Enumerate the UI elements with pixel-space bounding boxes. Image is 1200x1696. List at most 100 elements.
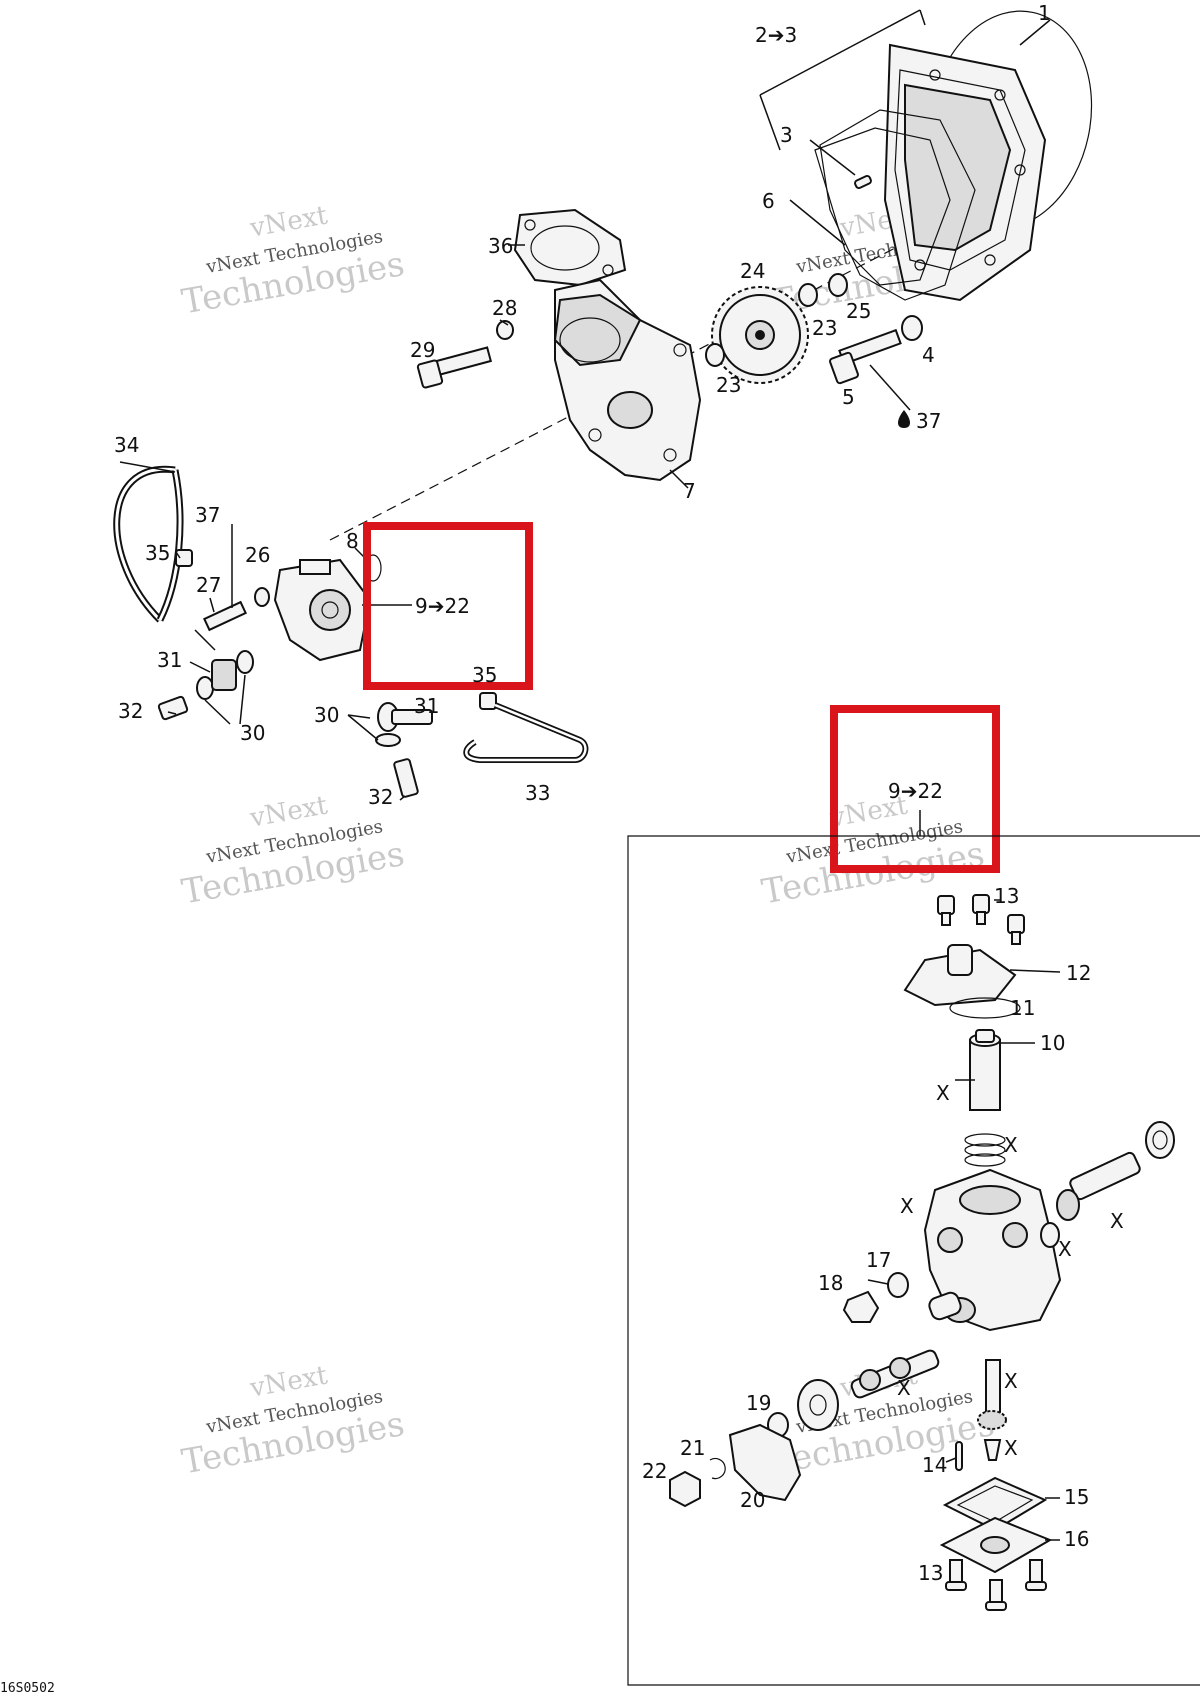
highlight-box-9-22-inset [830,705,1000,873]
part-25-washer [828,273,848,297]
label-10: 10 [1040,1031,1065,1055]
figure-code: 16S0502 [0,1681,55,1696]
label-16: 16 [1064,1527,1089,1551]
watermark-4: vNext vNext Technologies Technologies [759,790,988,912]
label-14: 14 [922,1453,947,1477]
label-22: 22 [642,1459,667,1483]
part-3-pin [854,174,872,190]
label-1: 1 [1038,1,1051,25]
label-30: 30 [240,721,265,745]
label-32: 32 [118,699,143,723]
part-30-washer-b [236,650,254,674]
part-35-clamp-b [479,692,497,710]
label-7: 7 [683,479,696,503]
label-21: 21 [680,1436,705,1460]
label-3: 3 [780,123,793,147]
label-20: 20 [740,1488,765,1512]
label-13: 13 [994,884,1019,908]
part-31-banjo [211,659,237,691]
label-2-3: 2➔3 [755,23,797,47]
part-camshaft [850,1349,940,1399]
label-37-b: 37 [195,503,220,527]
label-x: X [900,1194,914,1218]
highlight-box-9-22-top [363,522,533,690]
label-x: X [1004,1369,1018,1393]
part-valve-shaft [1040,1121,1175,1248]
part-oil-pump-small [273,558,372,662]
part-30-washer-c [375,733,401,747]
label-x: X [1004,1436,1018,1460]
part-14-pin [955,1441,963,1471]
part-36-gasket [513,208,627,287]
watermark-5: vNext vNext Technologies Technologies [179,1360,408,1482]
label-x: X [1058,1237,1072,1261]
label-9-22: 9➔22 [415,594,470,618]
label-34: 34 [114,433,139,457]
part-7-pump-housing [553,278,702,482]
part-13-screws-bottom [945,1559,1047,1611]
part-4-washer [901,315,923,341]
part-26-washer [254,587,270,607]
part-23-washer-b [705,343,725,367]
part-12-cover [903,944,1017,1007]
label-29: 29 [410,338,435,362]
label-5: 5 [842,385,855,409]
label-17: 17 [866,1248,891,1272]
label-26: 26 [245,543,270,567]
part-20-lever [728,1423,802,1502]
label-23-b: 23 [716,373,741,397]
part-30-washer [196,676,214,700]
inset-frame [627,835,1200,1686]
part-22-nut [669,1470,701,1508]
label-x: X [1110,1209,1124,1233]
part-drive-shaft [977,1359,1007,1461]
label-x: X [936,1081,950,1105]
part-11-oring [949,997,1021,1019]
part-24-gear [711,286,809,384]
label-4: 4 [922,343,935,367]
label-31-b: 31 [414,694,439,718]
label-18: 18 [818,1271,843,1295]
label-13-b: 13 [918,1561,943,1585]
label-35: 35 [145,541,170,565]
label-32-b: 32 [368,785,393,809]
part-21-clip [709,1457,726,1480]
part-spring [964,1133,1006,1167]
part-33-hose [463,702,589,763]
label-35-b: 35 [472,663,497,687]
part-oil-pump-body [923,1168,1062,1332]
part-pulley [797,1379,839,1431]
label-15: 15 [1064,1485,1089,1509]
label-25: 25 [846,299,871,323]
callout-labels: 1 2➔3 3 6 36 24 23 25 28 29 23 4 5 37 7 … [114,1,1124,1585]
label-8: 8 [346,529,359,553]
label-36: 36 [488,234,513,258]
label-28: 28 [492,296,517,320]
part-29-bolt [416,346,493,389]
part-32-bolt-b [393,758,419,798]
part-10-piston [969,1029,1001,1111]
part-28-washer [496,320,514,340]
part-15-gasket [942,1476,1048,1532]
label-27: 27 [196,573,221,597]
label-9-22-inset: 9➔22 [888,779,943,803]
part-17-washer [887,1272,909,1298]
part-31-fitting [391,709,433,725]
oil-drop-icon [898,410,910,428]
label-37: 37 [916,409,941,433]
part-32-bolt [157,695,189,721]
label-12: 12 [1066,961,1091,985]
watermark-1: vNext vNext Technologies Technologies [179,200,408,322]
label-31: 31 [157,648,182,672]
label-30-b: 30 [314,703,339,727]
part-3-gasket [814,127,951,286]
label-33: 33 [525,781,550,805]
part-13-screws [937,894,1025,945]
part-35-clamp [175,549,193,567]
label-6: 6 [762,189,775,213]
label-x: X [897,1376,911,1400]
label-23: 23 [812,316,837,340]
label-x: X [1004,1133,1018,1157]
label-11: 11 [1010,996,1035,1020]
